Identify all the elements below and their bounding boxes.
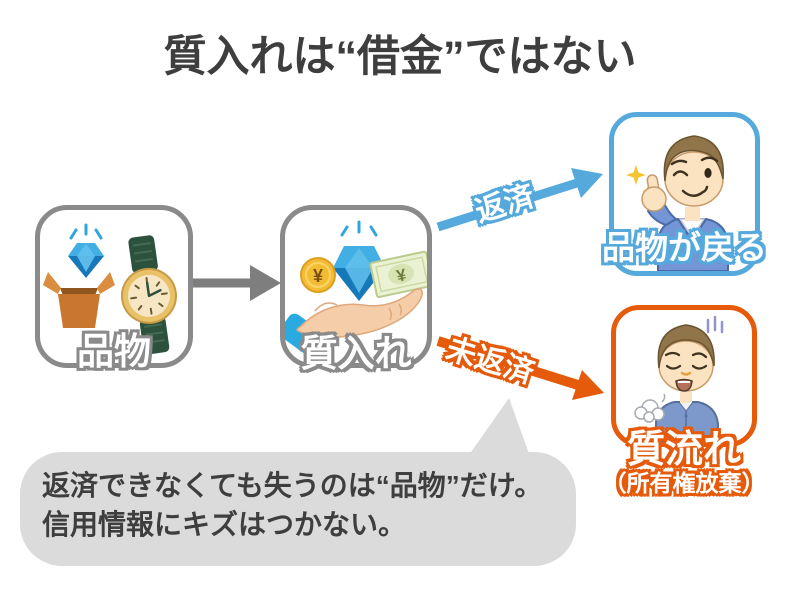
forfeit-labels: 質流れ （所有権放棄） <box>604 431 765 495</box>
no-repay-arrow-label: 未返済 <box>442 332 538 391</box>
speech-bubble-text: 返済できなくても失うのは“品物”だけ。 信用情報にキズはつかない。 <box>20 452 576 544</box>
banknote-yen-symbol: ¥ <box>395 265 409 286</box>
sad-man-sighing-icon <box>634 315 724 442</box>
repaid-box: 品物が戻る <box>602 112 767 276</box>
repaid-label: 品物が戻る <box>602 229 767 266</box>
speech-bubble: 返済できなくても失うのは“品物”だけ。 信用情報にキズはつかない。 <box>20 452 576 566</box>
speech-bubble-line2: 信用情報にキズはつかない。 <box>42 509 407 540</box>
happy-man-thumbs-up-icon <box>626 135 729 271</box>
forfeit-sublabel: （所有権放棄） <box>603 470 765 496</box>
gray-arrow-icon <box>193 265 281 301</box>
forfeit-box: 質流れ （所有権放棄） <box>604 305 765 495</box>
coin-yen-symbol: ¥ <box>313 266 323 286</box>
pawn-box: ¥ ¥ 質入れ <box>280 205 432 374</box>
items-label: 品物 <box>77 331 151 372</box>
items-box: 品物 <box>35 205 193 372</box>
pawn-label: 質入れ <box>300 333 412 374</box>
forfeit-label: 質流れ <box>626 429 741 471</box>
speech-bubble-line1: 返済できなくても失うのは“品物”だけ。 <box>42 470 543 501</box>
repay-arrow-label: 返済 <box>471 179 539 229</box>
hand-with-valuables-icon: ¥ ¥ <box>285 220 427 356</box>
page-title: 質入れは“借金”ではない <box>163 33 637 81</box>
jewelry-box-and-watch-icon <box>43 223 177 355</box>
